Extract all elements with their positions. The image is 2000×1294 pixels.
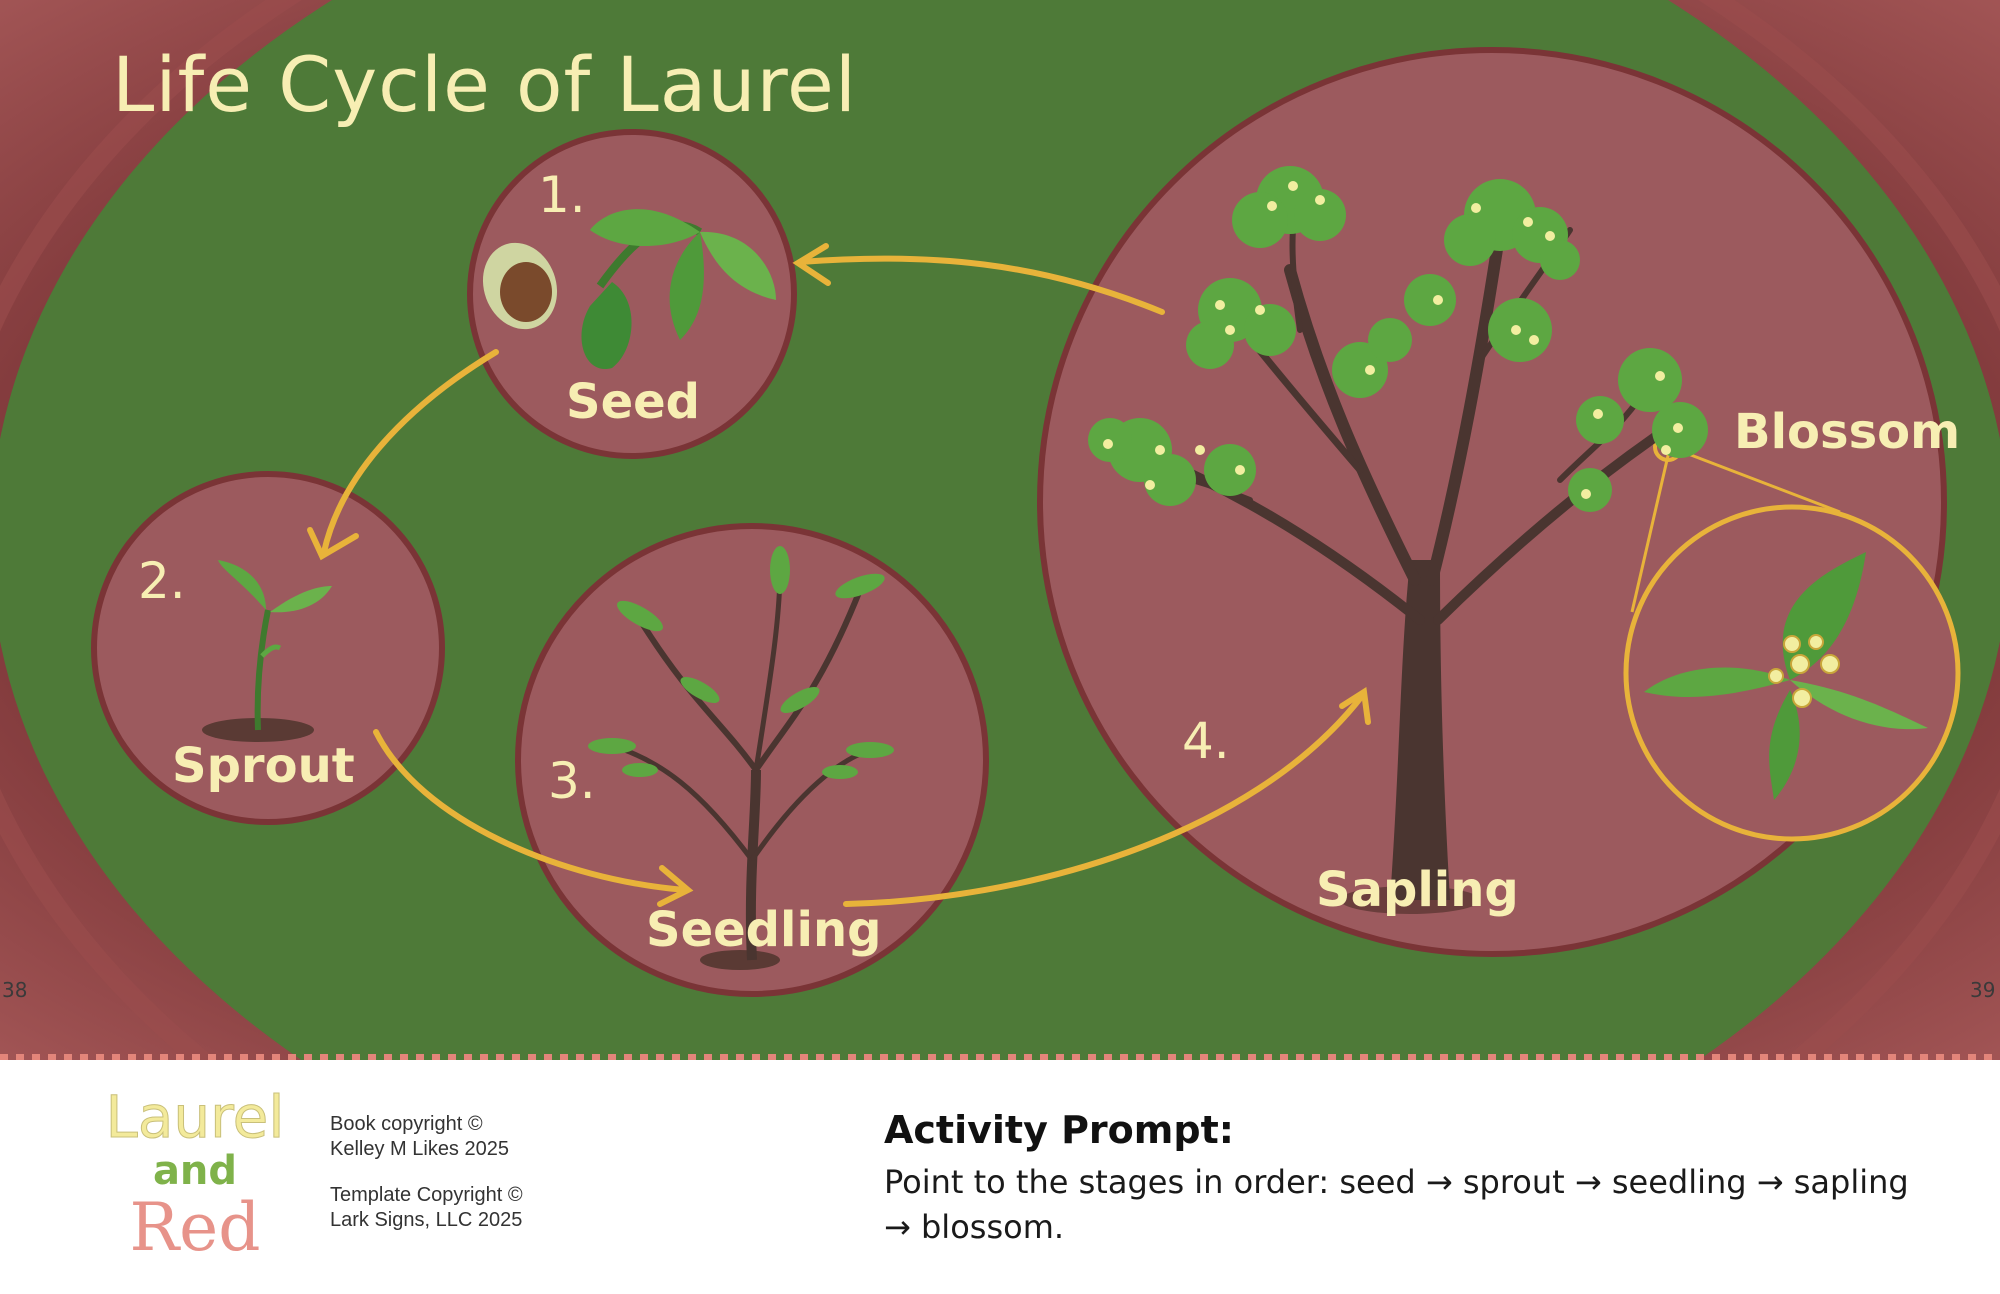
cycle-arrows (307, 243, 1371, 907)
logo-word-laurel: Laurel (105, 1083, 285, 1151)
stage-label-blossom: Blossom (1734, 404, 1961, 460)
page-number-right: 39 (1970, 978, 1996, 1002)
stage-number-sprout: 2. (138, 552, 186, 610)
footer (0, 1060, 2000, 1294)
arrow-head (792, 243, 831, 286)
zoom-line (1630, 446, 1672, 613)
arrow-head (1339, 686, 1371, 725)
stage-number-sapling: 4. (1182, 712, 1230, 770)
stage-label-sprout: Sprout (172, 738, 355, 794)
book-copyright: Book copyright © Kelley M Likes 2025 (330, 1112, 509, 1162)
arrow-seedling-to-sapling (843, 693, 1365, 907)
sprout-illustration (202, 560, 332, 742)
stage-circle-seed (467, 129, 797, 459)
book-copyright-line: Book copyright © (330, 1113, 483, 1135)
zoom-line (1669, 445, 1841, 514)
book-copyright-line: Kelley M Likes 2025 (330, 1138, 509, 1160)
activity-prompt-body: Point to the stages in order: seed → spr… (884, 1163, 1909, 1246)
stage-label-sapling: Sapling (1316, 862, 1519, 918)
laurel-and-red-logo: Laurel and Red (95, 1085, 295, 1263)
stage-number-seedling: 3. (548, 752, 596, 810)
arrow-sprout-to-seedling (373, 729, 689, 893)
dashed-separator (0, 1054, 2000, 1060)
stage-label-seed: Seed (566, 374, 701, 430)
sapling-tree-illustration (1088, 166, 1708, 914)
arrow-seed-to-sprout (321, 349, 499, 555)
stage-number-seed: 1. (538, 166, 586, 224)
logo-word-and: and (152, 1148, 238, 1194)
logo-word-red: Red (129, 1189, 261, 1266)
seedling-illustration (588, 546, 894, 970)
template-copyright: Template Copyright © Lark Signs, LLC 202… (330, 1183, 523, 1233)
stage-label-seedling: Seedling (646, 902, 882, 958)
seed-illustration (482, 209, 776, 370)
arrow-sapling-to-seed (797, 255, 1165, 315)
blossom-illustration (1644, 552, 1928, 800)
activity-prompt-title: Activity Prompt: (884, 1108, 1234, 1152)
page-number-left: 38 (2, 978, 28, 1002)
template-copyright-line: Template Copyright © (330, 1184, 523, 1206)
arrow-head (657, 865, 694, 907)
life-cycle-illustration (0, 0, 2000, 1060)
template-copyright-line: Lark Signs, LLC 2025 (330, 1209, 523, 1231)
arrow-head (307, 527, 359, 561)
diagram-title: Life Cycle of Laurel (112, 40, 857, 129)
